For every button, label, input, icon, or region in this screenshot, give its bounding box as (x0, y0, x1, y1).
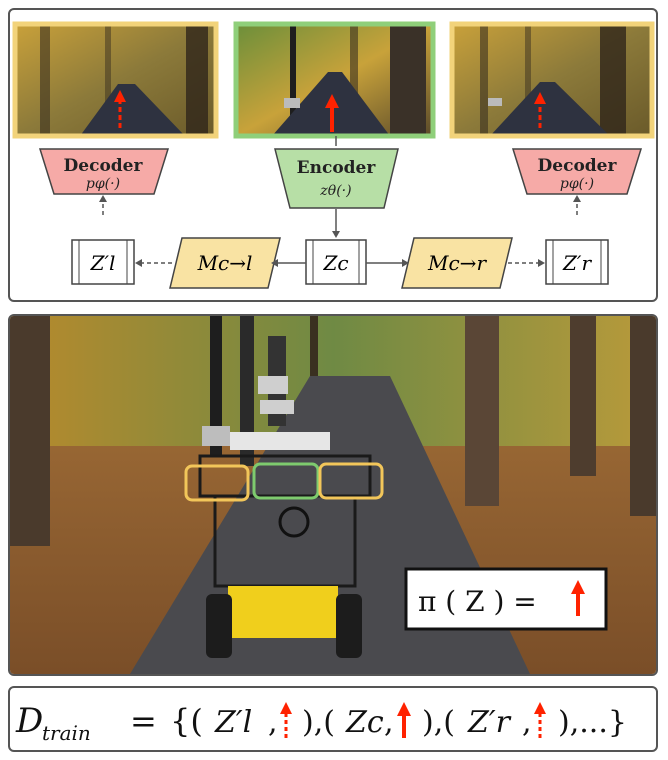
svg-text:),(: ),( (302, 705, 335, 740)
forward-arrow-icon (571, 580, 585, 594)
svg-text:),(: ),( (422, 705, 455, 740)
latent-right: Z′r (545, 239, 609, 285)
formula-lhs-subscript: train (42, 721, 91, 745)
center-view-image (233, 21, 436, 139)
formula-zc: Zc (345, 705, 384, 740)
left-view-image (12, 21, 219, 139)
latent-left-label: Z′l (90, 251, 116, 275)
formula-tail: ),...} (558, 705, 627, 740)
svg-text:,: , (268, 705, 278, 740)
encoder-block: Encoder zθ(·) (274, 148, 399, 209)
encoder-decoder-diagram: Decoder pφ(·) Encoder zθ(·) Decoder pφ(·… (12, 21, 655, 289)
right-dashed-arrow-icon (534, 702, 546, 714)
svg-text:,: , (384, 705, 394, 740)
map-to-left-label: Mc→l (197, 251, 253, 275)
formula-lhs: D (15, 701, 43, 741)
formula-open-brace: {( (170, 702, 203, 740)
formula-panel: D train = {( Z′l , ),( Zc , ),( Z′r , ),… (8, 686, 658, 752)
top-panel: Decoder pφ(·) Encoder zθ(·) Decoder pφ(·… (8, 8, 658, 302)
latent-left: Z′l (71, 239, 135, 285)
latent-center-label: Zc (322, 251, 348, 275)
decoder-left-title: Decoder (64, 156, 144, 176)
left-dashed-arrow-icon (280, 702, 292, 714)
robot-photo-panel: π ( Z ) = (8, 314, 658, 676)
map-to-right-label: Mc→r (427, 251, 487, 275)
right-view-image (449, 21, 655, 139)
robot (198, 336, 372, 658)
formula-equals: = (130, 702, 157, 740)
robot-photo: π ( Z ) = (10, 316, 656, 674)
decoder-left-function: pφ(·) (86, 176, 120, 192)
center-solid-arrow-icon (397, 702, 411, 716)
camera-right-box (318, 462, 384, 500)
decoder-right-block: Decoder pφ(·) (511, 148, 643, 195)
policy-label: π ( Z ) = (418, 585, 537, 618)
policy-label-box: π ( Z ) = (404, 567, 608, 631)
decoder-left-block: Decoder pφ(·) (38, 148, 170, 195)
training-set-formula: D train = {( Z′l , ),( Zc , ),( Z′r , ),… (15, 701, 627, 745)
latent-center: Zc (305, 239, 367, 285)
camera-center-box (252, 462, 320, 500)
latent-right-label: Z′r (562, 251, 592, 275)
map-center-to-left: Mc→l (169, 237, 281, 289)
formula-zr: Z′r (467, 705, 512, 740)
map-center-to-right: Mc→r (401, 237, 513, 289)
decoder-right-function: pφ(·) (560, 176, 594, 192)
formula-zl: Z′l (214, 705, 252, 740)
svg-text:,: , (522, 705, 532, 740)
encoder-title: Encoder (297, 158, 377, 178)
decoder-right-title: Decoder (538, 156, 618, 176)
encoder-function: zθ(·) (319, 183, 351, 199)
camera-left-box (184, 464, 250, 502)
